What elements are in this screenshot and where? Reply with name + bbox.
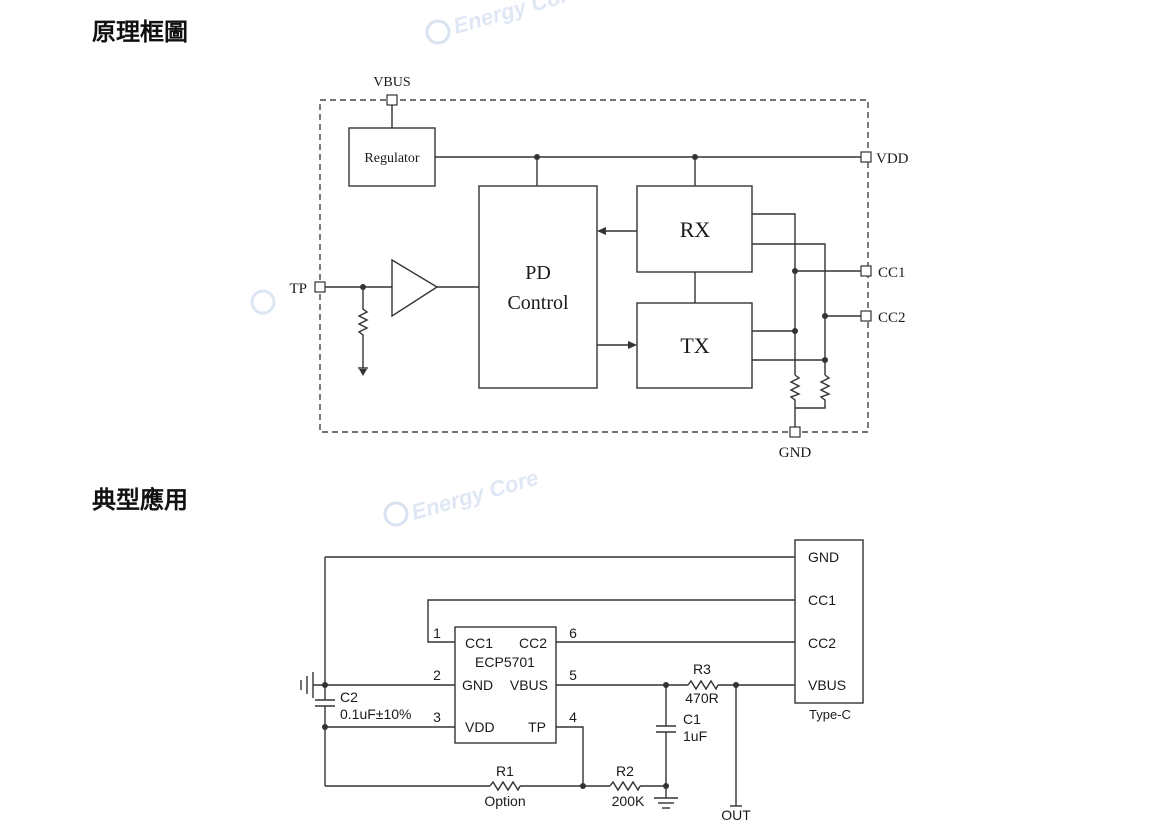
cc1-pulldown-resistor <box>789 374 801 427</box>
pin-number-4: 4 <box>569 709 577 725</box>
chip-pin-cc2: CC2 <box>519 635 547 651</box>
wire-rx-cc2 <box>752 243 826 375</box>
rx-label: RX <box>680 217 711 242</box>
tx-label: TX <box>680 333 709 358</box>
heading-typical-application: 典型應用 <box>92 485 188 514</box>
pd-control-label-line1: PD <box>525 262 551 284</box>
pin-number-1: 1 <box>433 625 441 641</box>
application-schematic: GND CC1 CC2 VBUS Type-C CC1 CC2 ECP5701 … <box>300 539 864 823</box>
pin-vdd <box>860 151 872 163</box>
tx-block <box>636 302 753 389</box>
ground-arrow-icon <box>359 369 367 376</box>
junction <box>663 783 669 789</box>
r1-value: Option <box>484 793 525 809</box>
chip-name: ECP5701 <box>475 654 535 670</box>
watermark-middle: Energy Core <box>383 465 541 527</box>
pin-label-tp: TP <box>289 281 307 297</box>
resistor-r1 <box>489 780 521 792</box>
r3-ref: R3 <box>693 661 711 677</box>
regulator-block <box>348 127 436 187</box>
output-label: OUT <box>721 807 751 823</box>
rx-block <box>636 185 753 273</box>
pin-tp <box>314 281 326 293</box>
chip-pin-vbus: VBUS <box>510 677 548 693</box>
pin-cc2 <box>860 310 872 322</box>
r3-value: 470R <box>685 690 718 706</box>
regulator-label: Regulator <box>364 151 420 166</box>
connector-pin-cc2: CC2 <box>808 635 836 651</box>
connector-pin-vbus: VBUS <box>808 677 846 693</box>
chip-pin-gnd: GND <box>462 677 493 693</box>
connector-pin-gnd: GND <box>808 549 839 565</box>
comparator-buffer-icon <box>391 258 439 318</box>
r2-ref: R2 <box>616 763 634 779</box>
chip-pin-cc1: CC1 <box>465 635 493 651</box>
connector-name: Type-C <box>809 707 851 722</box>
tp-pulldown-resistor <box>357 287 369 368</box>
pin-number-3: 3 <box>433 709 441 725</box>
pin-label-vdd: VDD <box>876 151 909 167</box>
pin-number-5: 5 <box>569 667 577 683</box>
pin-label-cc1: CC1 <box>878 265 906 281</box>
pin-label-gnd: GND <box>779 445 812 461</box>
chip-pin-tp: TP <box>528 719 546 735</box>
watermark-text: Energy Core <box>408 465 541 525</box>
junction <box>322 682 328 688</box>
junction <box>792 328 798 334</box>
pd-control-label-line2: Control <box>507 292 569 314</box>
watermark-text: Energy Core <box>450 0 583 39</box>
arrowhead-icon <box>597 227 606 235</box>
watermark-logo-icon <box>383 501 409 527</box>
capacitor-c1 <box>656 725 676 733</box>
cc2-pulldown-resistor <box>795 374 831 409</box>
arrowhead-icon <box>628 341 637 349</box>
earth-ground-icon <box>300 672 314 698</box>
c2-ref: C2 <box>340 689 358 705</box>
r1-ref: R1 <box>496 763 514 779</box>
chip-pin-vdd: VDD <box>465 719 495 735</box>
wire-rx-cc1 <box>752 213 796 375</box>
resistor-r3 <box>687 679 719 691</box>
pin-label-vbus: VBUS <box>373 75 410 90</box>
pin-cc1 <box>860 265 872 277</box>
type-c-connector <box>794 539 864 704</box>
block-diagram: VBUS Regulator VDD PD Control RX TX TP <box>289 75 908 461</box>
watermark-logo-icon <box>250 289 276 315</box>
pin-gnd <box>789 426 801 438</box>
heading-block-diagram: 原理框圖 <box>92 17 188 46</box>
pin-number-6: 6 <box>569 625 577 641</box>
junction <box>822 357 828 363</box>
ground-icon <box>654 797 678 809</box>
pd-control-block <box>478 185 598 389</box>
resistor-r2 <box>609 780 641 792</box>
c1-ref: C1 <box>683 711 701 727</box>
watermark-top: Energy Core <box>425 0 583 45</box>
watermark-left <box>250 289 276 315</box>
connector-pin-cc1: CC1 <box>808 592 836 608</box>
pin-number-2: 2 <box>433 667 441 683</box>
r2-value: 200K <box>612 793 645 809</box>
c2-value: 0.1uF±10% <box>340 706 412 722</box>
capacitor-c2 <box>315 699 335 707</box>
wire-cc1 <box>427 599 795 643</box>
pin-vbus <box>386 94 398 106</box>
wire-tp <box>556 726 584 786</box>
pin-label-cc2: CC2 <box>878 310 906 326</box>
watermark-logo-icon <box>425 19 451 45</box>
c1-value: 1uF <box>683 728 707 744</box>
